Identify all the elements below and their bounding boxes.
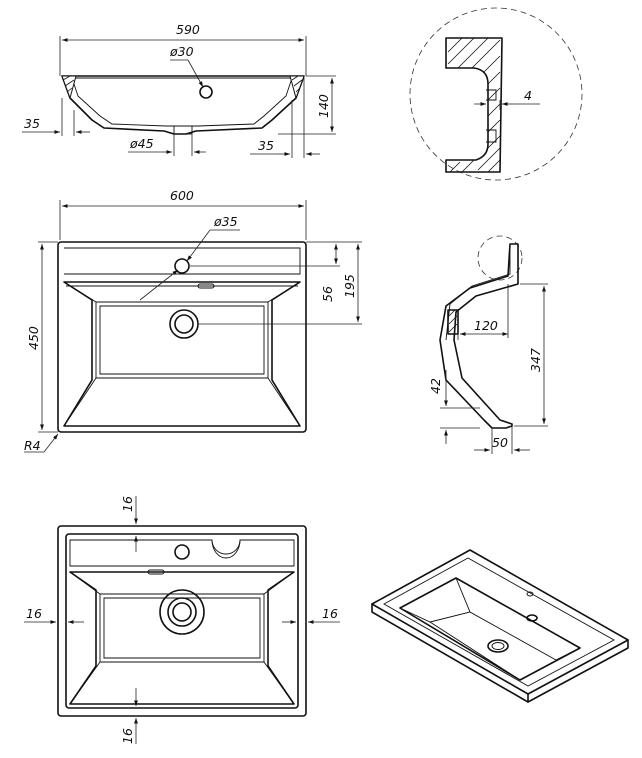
- drain-bottom-outer: [159, 589, 205, 635]
- bottom-plan-view: 16 16 16 16: [24, 496, 340, 744]
- height-label: 140: [316, 94, 331, 118]
- drain-bottom-inner: [172, 602, 192, 622]
- detail-view: 4: [409, 7, 583, 181]
- lip-left-label: 35: [24, 116, 40, 131]
- bottom-margin-label: 16: [120, 728, 135, 744]
- detail-circle: [409, 7, 583, 181]
- corner-label: R4: [24, 438, 41, 453]
- iso-drain: [487, 639, 509, 653]
- isometric-view: [371, 549, 629, 703]
- side-drain: [447, 309, 459, 335]
- shelf: [69, 539, 295, 567]
- basin-outer-profile: [61, 75, 305, 135]
- drain-label: ø45: [129, 136, 154, 151]
- bowl-bottom: [95, 301, 269, 379]
- basin-outline-bottom: [57, 525, 307, 717]
- left-rim-section: [61, 75, 77, 100]
- left-margin-label: 16: [26, 606, 42, 621]
- tap-hole-bottom: [174, 544, 190, 560]
- detail-marker-circle: [477, 235, 523, 281]
- top-margin-label: 16: [120, 496, 135, 512]
- right-rim-section: [289, 75, 305, 100]
- drain-offset-label: 56: [320, 286, 335, 302]
- basin-inner-profile: [71, 77, 293, 127]
- inner-rim: [65, 533, 299, 709]
- wall-label: 4: [524, 88, 532, 103]
- top-view: 600 ø35 56 195: [24, 188, 362, 453]
- side-depth-label: 347: [528, 348, 543, 372]
- detail-hatching: [447, 37, 501, 173]
- detail-section: [445, 37, 503, 173]
- edge-label: 50: [492, 435, 508, 450]
- drain-bottom-mid: [167, 597, 197, 627]
- basin-outline-top: [57, 241, 307, 433]
- bowl-outline: [63, 281, 301, 427]
- width-label: 600: [170, 188, 194, 203]
- tap-hole-top: [174, 258, 190, 274]
- tap-offset-label: 195: [342, 274, 357, 298]
- tap-hole-label: ø35: [213, 214, 238, 229]
- hole-top-label: ø30: [169, 44, 194, 59]
- side-profile: [439, 243, 519, 429]
- rim-label: 42: [428, 378, 443, 394]
- lip-right-label: 35: [258, 138, 274, 153]
- drain-top-inner: [174, 314, 194, 334]
- tap-hole-front: [199, 85, 213, 99]
- width-top-label: 590: [176, 22, 200, 37]
- drain-front: [173, 125, 193, 135]
- side-section-view: 347 120 42 50: [428, 235, 548, 454]
- iso-tap-hole: [526, 614, 538, 622]
- drain-depth-label: 120: [474, 318, 498, 333]
- iso-top-face: [371, 549, 629, 695]
- depth-label: 450: [26, 326, 41, 350]
- right-margin-label: 16: [322, 606, 338, 621]
- front-section-view: 590 ø30 ø45 140: [22, 22, 336, 158]
